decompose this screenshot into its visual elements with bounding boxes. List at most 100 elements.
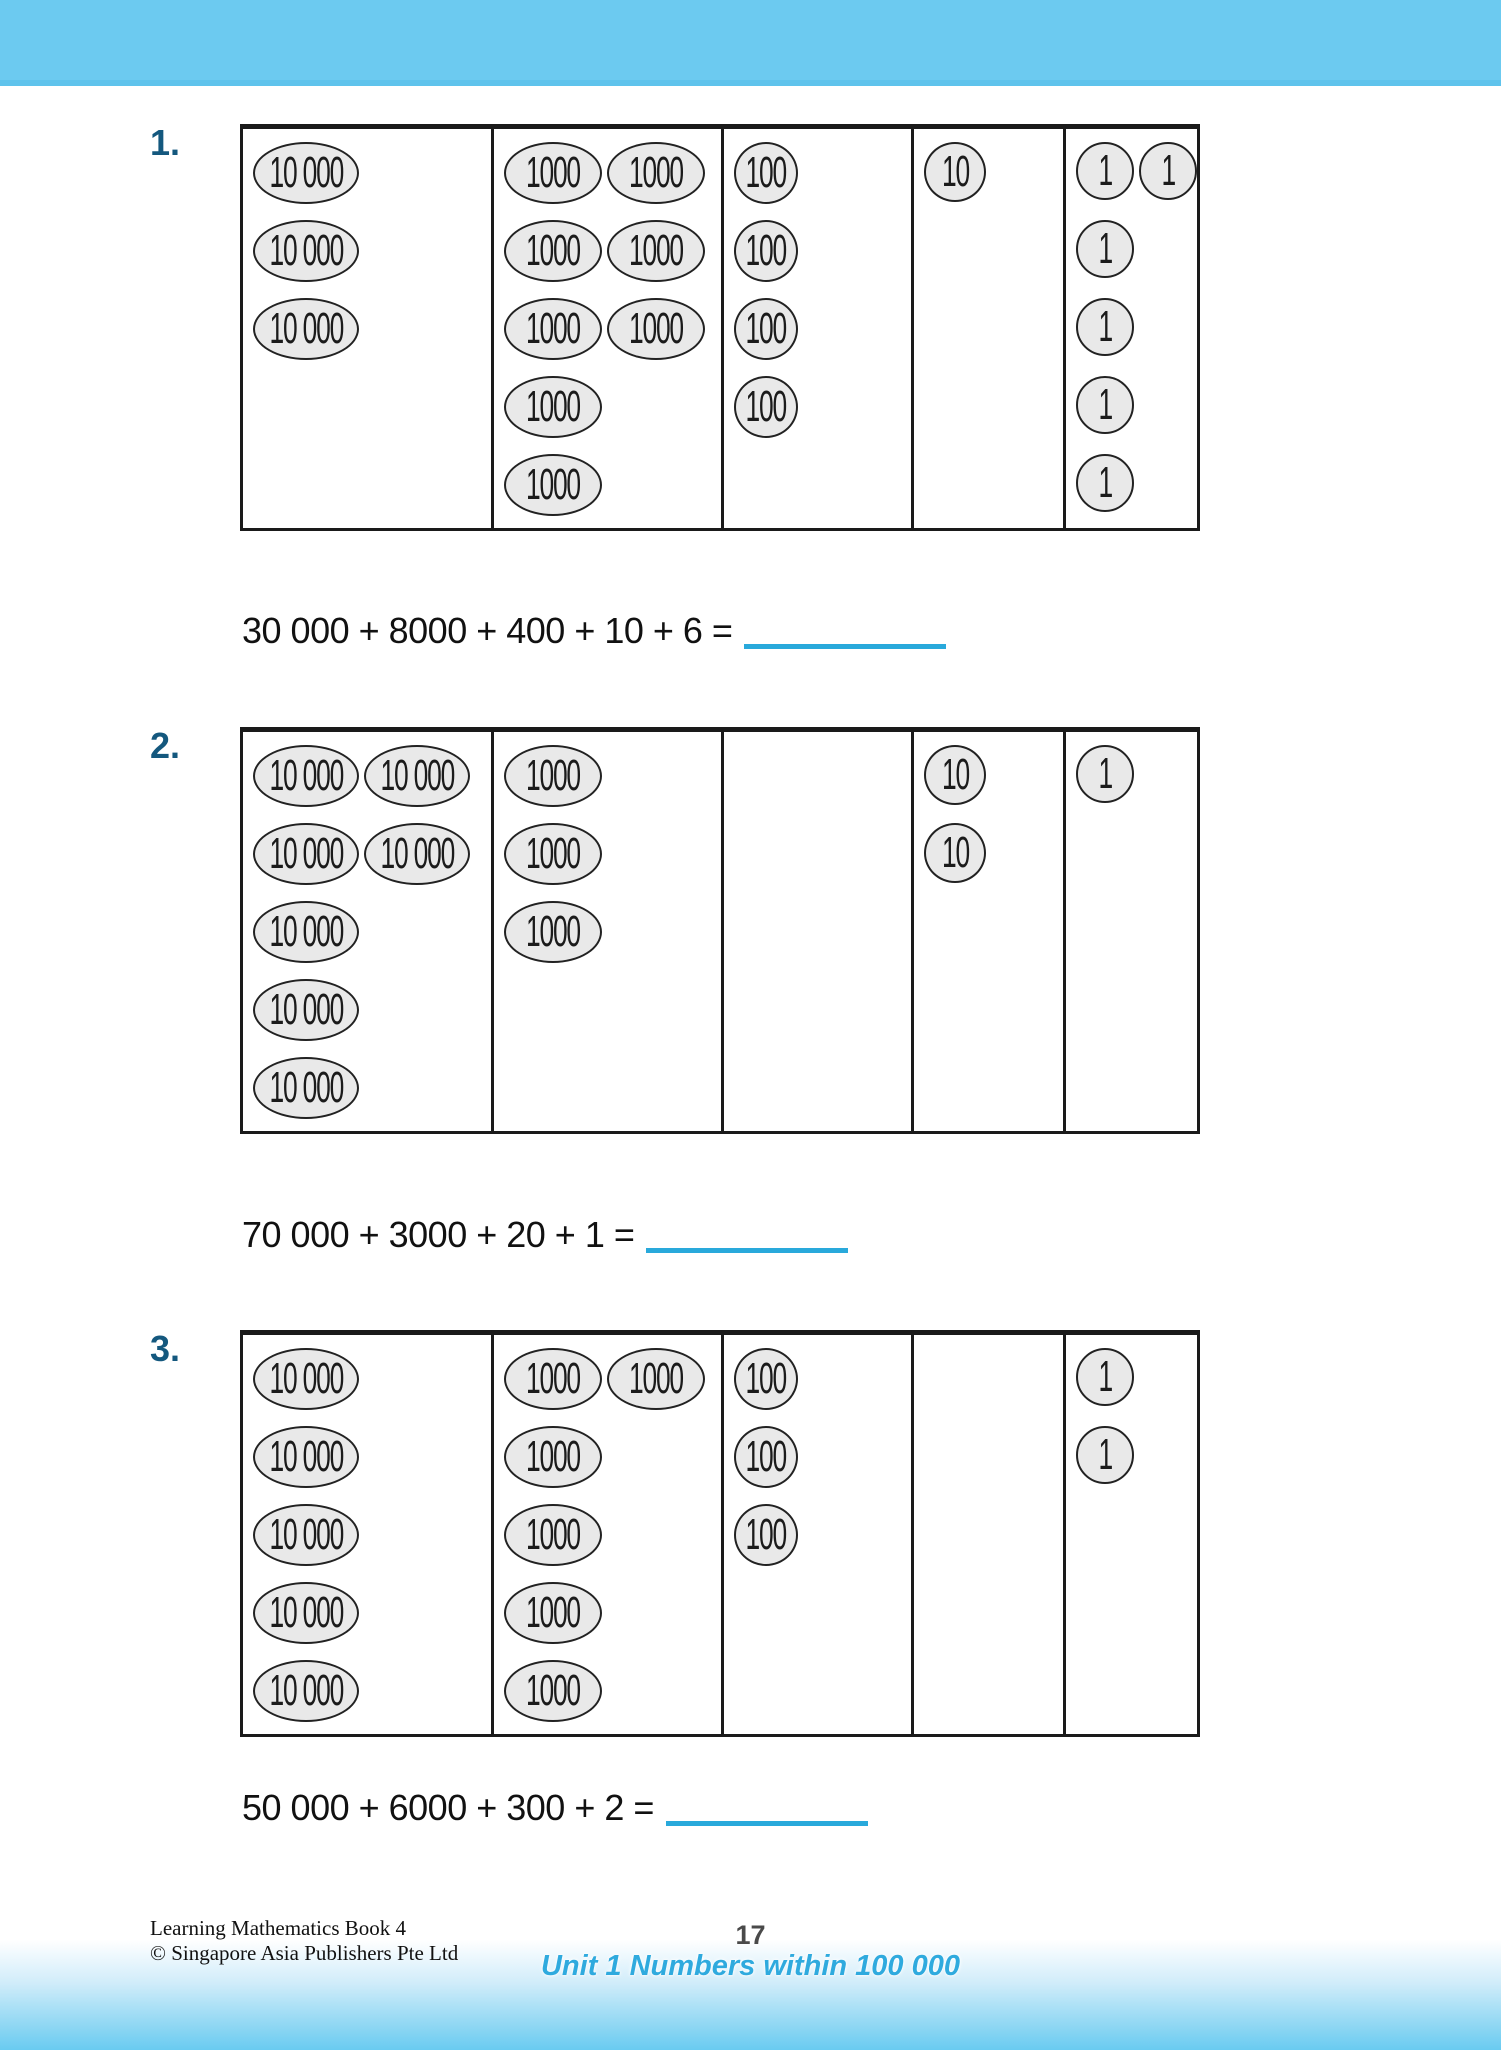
disc-value: 10 000: [269, 1666, 344, 1715]
place-value-disc: 1: [1139, 142, 1197, 200]
disc-value: 10 000: [269, 148, 344, 197]
place-value-column: 100 100 100 100: [721, 129, 911, 528]
disc-value: 1000: [526, 460, 581, 509]
disc-row: 1000 1000: [504, 142, 721, 220]
disc-value: 1000: [526, 148, 581, 197]
place-value-disc: 1000: [504, 1504, 602, 1566]
place-value-disc: 1000: [607, 220, 705, 282]
answer-blank-1[interactable]: [744, 608, 947, 649]
disc-row: 1: [1076, 1426, 1197, 1504]
disc-value: 1: [1098, 1430, 1113, 1479]
disc-value: 1: [1098, 458, 1113, 507]
disc-row: 1000: [504, 376, 721, 454]
disc-value: 1: [1098, 380, 1113, 429]
disc-value: 100: [745, 382, 788, 431]
disc-value: 1: [1098, 749, 1113, 798]
disc-row: 1000: [504, 454, 721, 532]
disc-row: 1000: [504, 823, 721, 901]
footer-imprint: Learning Mathematics Book 4 © Singapore …: [150, 1916, 458, 1966]
disc-row: 10 000: [253, 1504, 491, 1582]
disc-value: 10: [941, 147, 970, 196]
disc-row: 10 000: [253, 142, 491, 220]
disc-row: 100: [734, 142, 911, 220]
disc-row: 10 000: [253, 1660, 491, 1738]
disc-row: 100: [734, 1504, 911, 1582]
disc-value: 1000: [526, 1510, 581, 1559]
disc-value: 10: [941, 750, 970, 799]
disc-row: 10 000: [253, 901, 491, 979]
disc-value: 10 000: [380, 829, 455, 878]
place-value-column: 1000 1000 1000: [491, 732, 721, 1131]
equation-3-text: 50 000 + 6000 + 300 + 2 =: [242, 1787, 654, 1828]
place-value-disc: 1000: [504, 1426, 602, 1488]
disc-row: 1: [1076, 454, 1197, 532]
answer-blank-2[interactable]: [646, 1212, 849, 1253]
disc-row: 1: [1076, 298, 1197, 376]
place-value-column: 1: [1063, 732, 1197, 1131]
place-value-disc: 1000: [504, 745, 602, 807]
place-value-disc: 1000: [504, 901, 602, 963]
equation-2-text: 70 000 + 3000 + 20 + 1 =: [242, 1214, 635, 1255]
disc-value: 10 000: [269, 829, 344, 878]
place-value-disc: 100: [734, 142, 798, 204]
place-value-disc: 100: [734, 1348, 798, 1410]
place-value-disc: 1: [1076, 1426, 1134, 1484]
place-value-disc: 10: [924, 142, 986, 202]
disc-value: 1: [1098, 224, 1113, 273]
disc-row: 10: [924, 745, 1063, 823]
disc-value: 1000: [629, 148, 684, 197]
place-value-disc: 10: [924, 745, 986, 805]
disc-value: 100: [745, 148, 788, 197]
place-value-disc: 10 000: [253, 142, 359, 204]
disc-value: 100: [745, 304, 788, 353]
disc-row: 1000: [504, 1582, 721, 1660]
disc-value: 100: [745, 1432, 788, 1481]
place-value-disc: 1000: [504, 1660, 602, 1722]
place-value-disc: 1000: [504, 142, 602, 204]
disc-value: 1000: [629, 304, 684, 353]
disc-row: 1000: [504, 1504, 721, 1582]
disc-row: 10 000: [253, 1426, 491, 1504]
disc-value: 1: [1098, 1352, 1113, 1401]
place-value-column: 100 100 100: [721, 1335, 911, 1734]
disc-row: 1000: [504, 745, 721, 823]
place-value-disc: 10 000: [364, 745, 470, 807]
place-value-disc: 1: [1076, 1348, 1134, 1406]
equation-1-text: 30 000 + 8000 + 400 + 10 + 6 =: [242, 610, 733, 651]
unit-title: Unit 1 Numbers within 100 000: [540, 1950, 960, 1982]
answer-blank-3[interactable]: [665, 1785, 868, 1826]
disc-row: 1: [1076, 1348, 1197, 1426]
disc-row: 100: [734, 220, 911, 298]
place-value-disc: 100: [734, 1504, 798, 1566]
disc-value: 10 000: [269, 907, 344, 956]
place-value-disc: 1: [1076, 376, 1134, 434]
disc-row: 10 000: [253, 220, 491, 298]
place-value-disc: 1000: [607, 298, 705, 360]
disc-row: 1000: [504, 901, 721, 979]
place-value-disc: 1: [1076, 454, 1134, 512]
place-value-disc: 1000: [504, 823, 602, 885]
place-value-column: [911, 1335, 1063, 1734]
place-value-column: [721, 732, 911, 1131]
place-value-column: 10: [911, 129, 1063, 528]
place-value-disc: 10 000: [253, 979, 359, 1041]
disc-row: 10 000: [253, 1057, 491, 1135]
disc-value: 1000: [526, 907, 581, 956]
problem-2-number: 2.: [150, 725, 181, 766]
place-value-disc: 10 000: [253, 1426, 359, 1488]
disc-row: 10: [924, 142, 1063, 220]
equation-3: 50 000 + 6000 + 300 + 2 =: [242, 1779, 868, 1829]
disc-row: 10 000: [253, 298, 491, 376]
